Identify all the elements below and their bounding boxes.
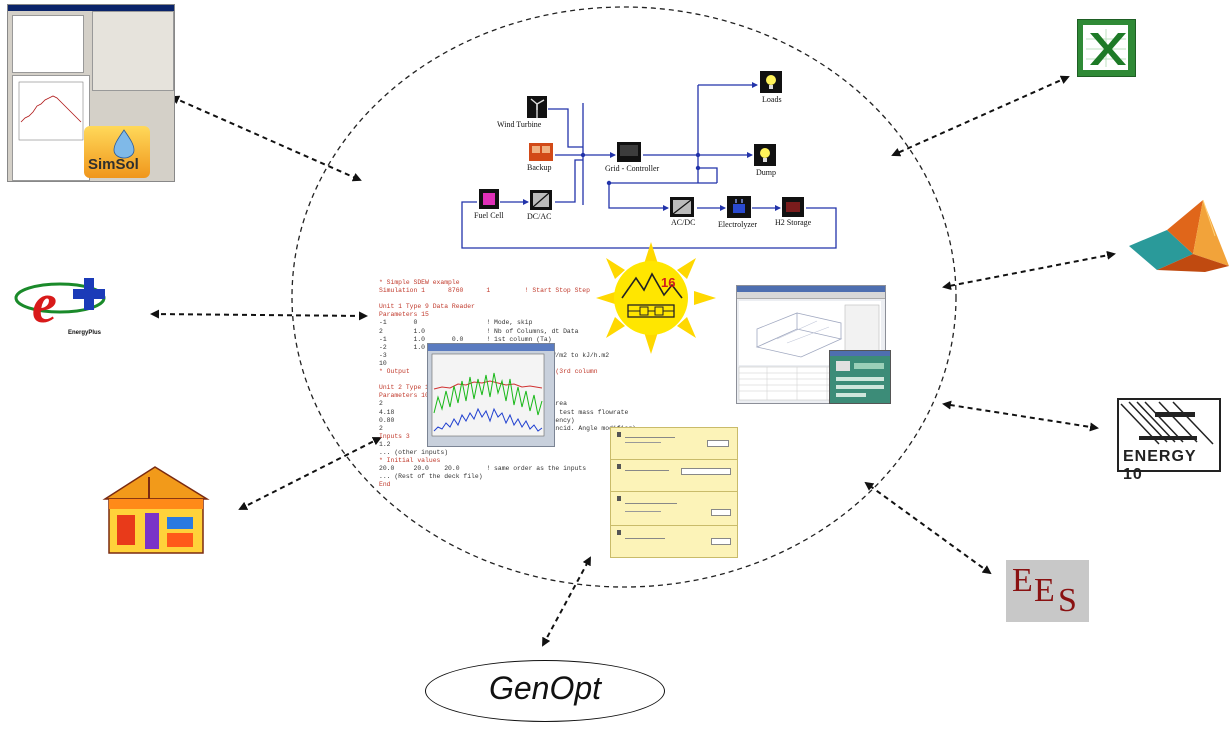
label-ac-dc: AC/DC bbox=[671, 218, 696, 227]
deck-line: Inputs 3 bbox=[379, 432, 410, 440]
h2-storage-icon bbox=[782, 197, 804, 217]
excel-icon bbox=[1077, 19, 1136, 77]
wind-turbine-icon bbox=[527, 96, 547, 118]
simsol-chart bbox=[18, 81, 84, 141]
sun-logo-number: 16 bbox=[661, 275, 676, 290]
arrow-ees bbox=[864, 481, 992, 575]
deck-line bbox=[379, 295, 719, 303]
ees-letter-3: S bbox=[1058, 582, 1077, 619]
energyplus-logo: e EnergyPlus bbox=[10, 264, 130, 344]
param-card bbox=[610, 525, 738, 558]
label-fuel-cell: Fuel Cell bbox=[474, 211, 504, 220]
deck-line: 2 1.0 ! Nb of Columns, dt Data bbox=[379, 327, 579, 335]
backup-icon bbox=[529, 143, 553, 161]
ees-letter-2: E bbox=[1034, 572, 1055, 609]
label-h2-storage: H2 Storage bbox=[775, 218, 812, 227]
genopt-logo: GenOpt bbox=[425, 660, 665, 722]
genopt-label: GenOpt bbox=[488, 670, 602, 706]
dc-ac-icon bbox=[530, 190, 552, 210]
electrolyzer-icon bbox=[727, 196, 751, 218]
energy10-logo: ENERGY 10 bbox=[1117, 398, 1221, 483]
deck-line: * Initial values bbox=[379, 457, 441, 465]
environment-ellipse bbox=[291, 6, 957, 588]
label-electrolyzer: Electrolyzer bbox=[718, 220, 758, 229]
trnsys-sun-logo bbox=[596, 242, 716, 354]
type-parameter-cards bbox=[610, 427, 738, 558]
thermal-house-icon bbox=[95, 463, 215, 557]
water-drop-icon bbox=[113, 129, 135, 159]
arrow-excel bbox=[891, 75, 1070, 157]
deck-line: Unit 2 Type 1 bbox=[379, 384, 429, 392]
deck-line: ... (other inputs) bbox=[379, 448, 449, 456]
simsol-logo: SimSol bbox=[84, 126, 150, 178]
label-dump: Dump bbox=[756, 168, 776, 177]
energy10-label: ENERGY 10 bbox=[1123, 448, 1197, 483]
param-card bbox=[610, 459, 738, 492]
deck-line: -1 1.0 0.0 ! 1st column (Ta) bbox=[379, 335, 552, 343]
label-wind-turbine: Wind Turbine bbox=[497, 120, 542, 129]
deck-line: * Simple SDEW example bbox=[379, 279, 460, 286]
energy10-mark-icon bbox=[1120, 401, 1214, 445]
window-titlebar bbox=[737, 286, 885, 292]
param-card bbox=[610, 491, 738, 526]
online-plot-window bbox=[427, 343, 555, 447]
deck-line: ... (Rest of the deck file) bbox=[379, 473, 483, 481]
fuel-cell-icon bbox=[479, 189, 499, 209]
deck-line: Unit 1 Type 9 Data Reader bbox=[379, 303, 475, 311]
arrow-energy10 bbox=[942, 400, 1099, 432]
arrow-house bbox=[238, 437, 382, 510]
arrow-matlab bbox=[942, 250, 1116, 291]
svg-text:e: e bbox=[32, 273, 57, 335]
simsol-titlebar bbox=[8, 5, 174, 11]
deck-line: Simulation 1 8760 1 ! Start Stop Step bbox=[379, 287, 590, 295]
energyplus-sub: EnergyPlus bbox=[68, 330, 102, 336]
arrow-genopt bbox=[542, 556, 591, 647]
hvac-component-window bbox=[829, 350, 891, 404]
simsol-label: SimSol bbox=[88, 156, 139, 173]
ees-letter-1: E bbox=[1012, 562, 1033, 599]
arrow-simsol bbox=[170, 95, 362, 182]
arrow-energyplus bbox=[150, 309, 368, 321]
param-card bbox=[610, 427, 738, 460]
deck-line: Parameters 10 bbox=[379, 392, 429, 400]
deck-line: Parameters 15 bbox=[379, 311, 429, 319]
energyplus-mark-icon: e bbox=[14, 273, 106, 335]
grid-controller-icon bbox=[617, 142, 641, 162]
label-dc-ac: DC/AC bbox=[527, 212, 552, 221]
deck-line: -1 0 ! Mode, skip bbox=[379, 319, 533, 327]
ac-dc-icon bbox=[670, 197, 694, 217]
label-backup: Backup bbox=[527, 163, 552, 172]
loads-bulb-icon bbox=[760, 71, 782, 93]
online-plot bbox=[431, 353, 545, 437]
ees-logo: E E S bbox=[1006, 560, 1089, 622]
window-toolbar bbox=[737, 292, 885, 299]
matlab-logo bbox=[1127, 196, 1231, 274]
plot-titlebar bbox=[428, 344, 554, 351]
deck-line: End bbox=[379, 481, 391, 489]
deck-line: 20.0 20.0 20.0 ! same order as the input… bbox=[379, 465, 587, 473]
dump-bulb-icon bbox=[754, 144, 776, 166]
label-loads: Loads bbox=[762, 95, 782, 104]
label-grid-controller: Grid - Controller bbox=[605, 164, 660, 173]
